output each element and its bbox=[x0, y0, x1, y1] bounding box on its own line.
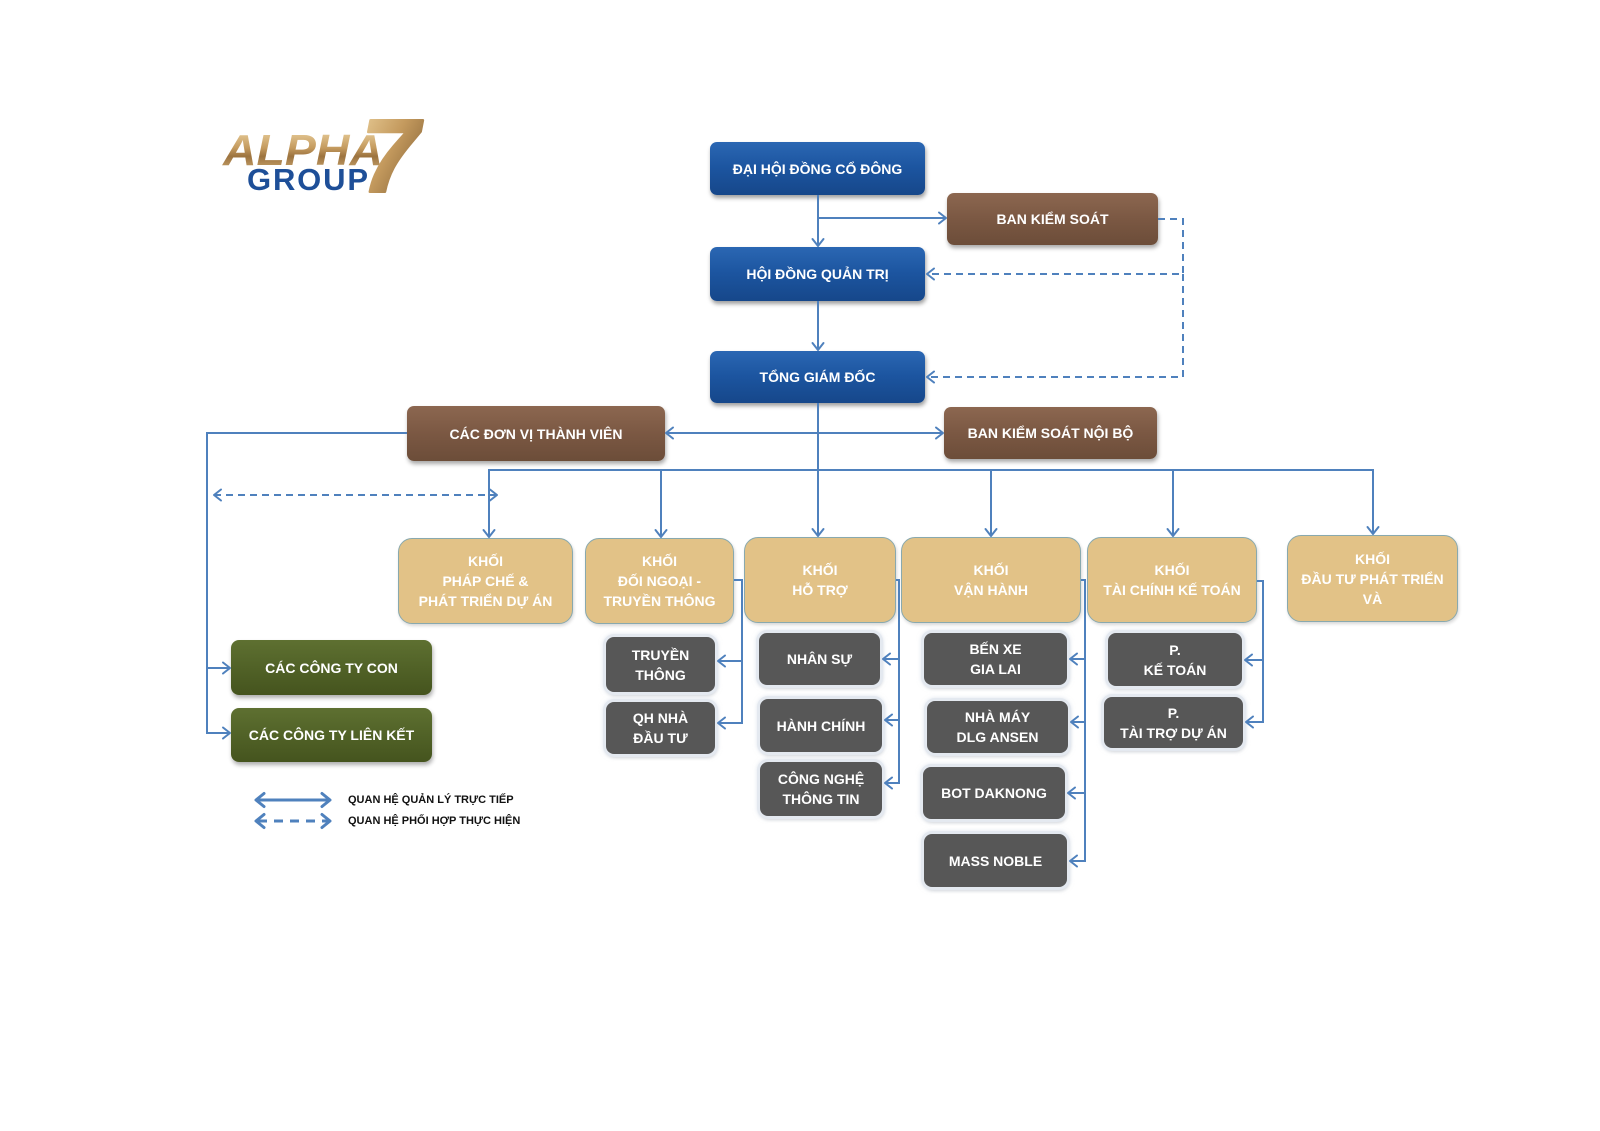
double-arrow-solid-icon bbox=[254, 792, 332, 808]
block-label: KHỐI HỖ TRỢ bbox=[792, 562, 848, 598]
block-support: KHỐI HỖ TRỢ bbox=[744, 537, 896, 623]
box-label: BAN KIỂM SOÁT bbox=[996, 211, 1109, 227]
block-operations: KHỐI VẬN HÀNH bbox=[901, 537, 1081, 623]
unit-label: HÀNH CHÍNH bbox=[776, 717, 866, 734]
unit-administration: HÀNH CHÍNH bbox=[760, 699, 882, 752]
box-label: CÁC CÔNG TY LIÊN KẾT bbox=[248, 727, 415, 743]
unit-investor-relations: QH NHÀ ĐẦU TƯ bbox=[606, 702, 715, 754]
unit-label: TRUYỀN THÔNG bbox=[631, 646, 690, 683]
unit-human-resources: NHÂN SỰ bbox=[759, 633, 880, 685]
unit-accounting: P. KẾ TOÁN bbox=[1108, 633, 1242, 686]
block-label: KHỐI VẬN HÀNH bbox=[954, 562, 1028, 598]
box-general-director: TỔNG GIÁM ĐỐC bbox=[710, 351, 925, 403]
unit-information-technology: CÔNG NGHỆ THÔNG TIN bbox=[760, 762, 882, 816]
block-legal-project-development: KHỐI PHÁP CHẾ & PHÁT TRIỂN DỰ ÁN bbox=[398, 538, 573, 624]
unit-label: CÔNG NGHỆ THÔNG TIN bbox=[777, 771, 865, 807]
legend-item-coordination: QUAN HỆ PHỐI HỢP THỰC HIỆN bbox=[250, 811, 520, 831]
block-label: KHỐI ĐỐI NGOẠI - TRUYỀN THÔNG bbox=[603, 553, 716, 609]
connector-operations-branch bbox=[1069, 579, 1086, 868]
logo-group-text: GROUP bbox=[247, 162, 368, 197]
box-label: ĐẠI HỘI ĐỒNG CỔ ĐÔNG bbox=[732, 160, 903, 177]
box-associated-companies: CÁC CÔNG TY LIÊN KẾT bbox=[231, 708, 432, 762]
unit-label: MASS NOBLE bbox=[948, 852, 1043, 869]
double-arrow-dashed-icon bbox=[254, 813, 332, 829]
logo-numeral-seven: 7 bbox=[361, 99, 423, 215]
box-internal-audit: BAN KIỂM SOÁT NỘI BỘ bbox=[944, 407, 1157, 459]
block-investment-development: KHỐI ĐẦU TƯ PHÁT TRIỂN VÀ bbox=[1287, 535, 1458, 622]
legend-label: QUAN HỆ QUẢN LÝ TRỰC TIẾP bbox=[348, 794, 514, 806]
block-external-relations-communications: KHỐI ĐỐI NGOẠI - TRUYỀN THÔNG bbox=[585, 538, 734, 624]
box-label: CÁC ĐƠN VỊ THÀNH VIÊN bbox=[449, 425, 623, 442]
unit-bot-daknong: BOT DAKNONG bbox=[923, 767, 1065, 819]
legend-arrowhead-right bbox=[320, 792, 332, 808]
unit-communications: TRUYỀN THÔNG bbox=[606, 637, 715, 692]
unit-label: BOT DAKNONG bbox=[941, 785, 1047, 801]
alpha7-group-logo: ALPHA 7 GROUP bbox=[222, 98, 424, 217]
box-subsidiaries: CÁC CÔNG TY CON bbox=[231, 640, 432, 695]
legend-item-direct-management: QUAN HỆ QUẢN LÝ TRỰC TIẾP bbox=[250, 790, 514, 810]
unit-label: P. TÀI TRỢ DỰ ÁN bbox=[1120, 704, 1227, 741]
box-label: BAN KIỂM SOÁT NỘI BỘ bbox=[967, 425, 1134, 441]
block-label: KHỐI PHÁP CHẾ & PHÁT TRIỂN DỰ ÁN bbox=[418, 553, 553, 609]
legend-arrowhead-left bbox=[254, 792, 266, 808]
legend-arrowhead-left bbox=[254, 813, 266, 829]
box-label: TỔNG GIÁM ĐỐC bbox=[759, 369, 876, 385]
box-member-units: CÁC ĐƠN VỊ THÀNH VIÊN bbox=[407, 406, 665, 461]
unit-project-finance: P. TÀI TRỢ DỰ ÁN bbox=[1104, 697, 1243, 748]
unit-label: QH NHÀ ĐẦU TƯ bbox=[632, 710, 689, 746]
box-shareholders-meeting: ĐẠI HỘI ĐỒNG CỔ ĐÔNG bbox=[710, 142, 925, 195]
legend-arrowhead-right bbox=[320, 813, 332, 829]
unit-gia-lai-bus-station: BẾN XE GIA LAI bbox=[924, 633, 1067, 685]
unit-label: NHÀ MÁY DLG ANSEN bbox=[956, 709, 1039, 745]
block-finance-accounting: KHỐI TÀI CHÍNH KẾ TOÁN bbox=[1087, 537, 1257, 623]
block-label: KHỐI ĐẦU TƯ PHÁT TRIỂN VÀ bbox=[1301, 550, 1444, 607]
connector-supervisory-to-director-dashed bbox=[926, 274, 1184, 384]
unit-mass-noble: MASS NOBLE bbox=[924, 834, 1067, 887]
box-label: HỘI ĐỒNG QUẢN TRỊ bbox=[746, 266, 889, 282]
unit-label: P. KẾ TOÁN bbox=[1143, 641, 1207, 678]
block-label: KHỐI TÀI CHÍNH KẾ TOÁN bbox=[1103, 562, 1241, 598]
unit-label: BẾN XE GIA LAI bbox=[969, 641, 1022, 677]
box-board-of-directors: HỘI ĐỒNG QUẢN TRỊ bbox=[710, 247, 925, 301]
legend-label: QUAN HỆ PHỐI HỢP THỰC HIỆN bbox=[348, 815, 521, 827]
logo-wordmark: ALPHA bbox=[222, 126, 383, 175]
box-supervisory-board: BAN KIỂM SOÁT bbox=[947, 193, 1158, 245]
box-label: CÁC CÔNG TY CON bbox=[265, 659, 398, 676]
unit-label: NHÂN SỰ bbox=[786, 651, 853, 667]
unit-dlg-ansen-factory: NHÀ MÁY DLG ANSEN bbox=[927, 701, 1068, 753]
